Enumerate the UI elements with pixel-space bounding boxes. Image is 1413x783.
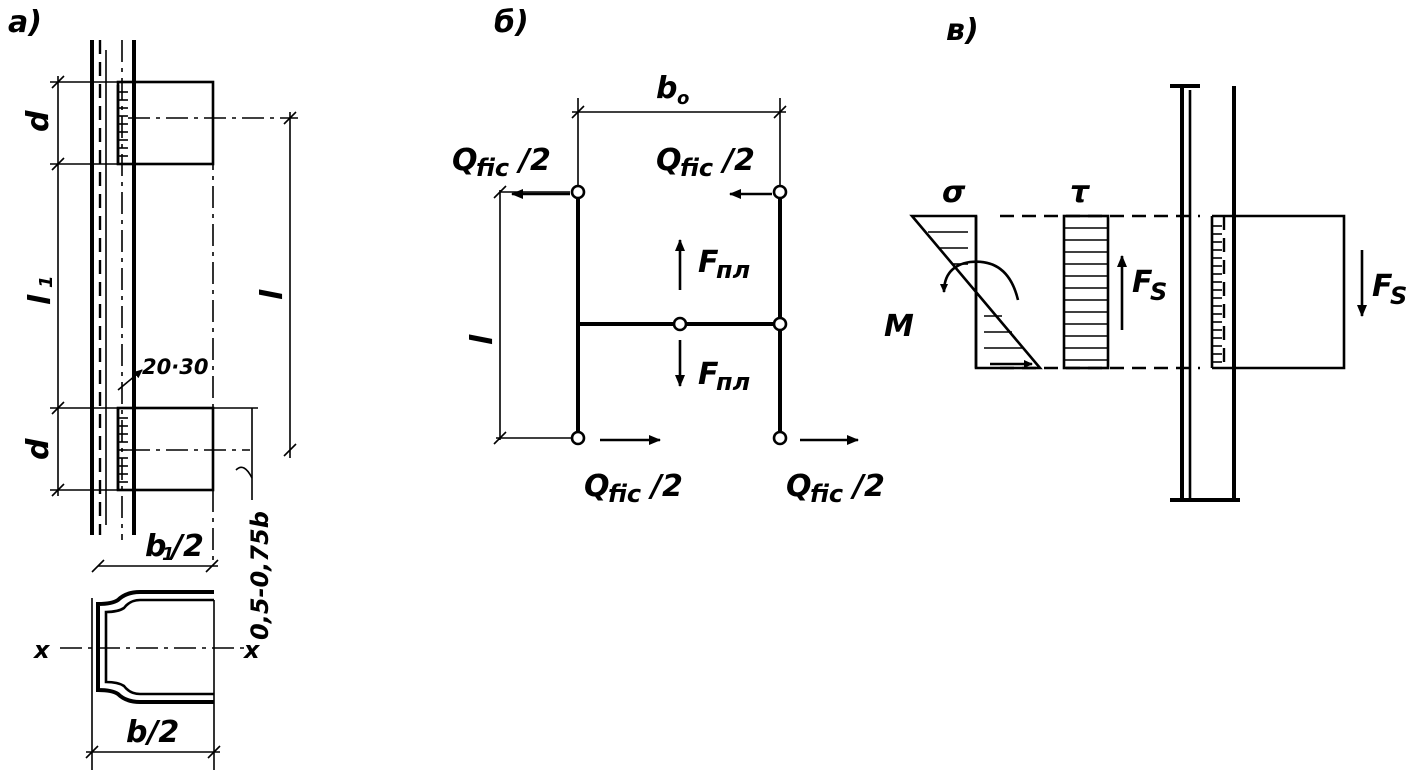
axis-x-left: x bbox=[33, 636, 51, 664]
panel-b-label: б) bbox=[494, 5, 529, 40]
column-branch bbox=[1170, 84, 1240, 502]
dim-b1-half-tail: /2 bbox=[169, 529, 204, 564]
f-down-sub: пл bbox=[716, 368, 750, 396]
q-bottom-left-tail: /2 bbox=[648, 469, 683, 504]
label-q-top-left: Q fic /2 bbox=[452, 143, 551, 182]
fs-left-symbol: F bbox=[1132, 265, 1153, 300]
label-q-bottom-right: Q fic /2 bbox=[786, 469, 885, 508]
fs-right-sub: S bbox=[1390, 282, 1407, 310]
panel-a-label: а) bbox=[8, 5, 42, 40]
sigma-diagram bbox=[909, 214, 1043, 370]
q-bottom-left-sub: fic bbox=[608, 480, 641, 508]
dimension-overlap bbox=[235, 408, 253, 500]
dim-l1: l bbox=[23, 294, 58, 305]
panel-c: в) bbox=[884, 13, 1407, 502]
dim-range: 0,5-0,75b bbox=[246, 511, 274, 640]
dim-b0: b bbox=[656, 71, 677, 106]
q-top-right-sub: fic bbox=[680, 154, 713, 182]
q-bottom-right-tail: /2 bbox=[850, 469, 885, 504]
q-top-left-tail: /2 bbox=[516, 143, 551, 178]
fs-left-sub: S bbox=[1150, 278, 1167, 306]
fs-right-symbol: F bbox=[1372, 269, 1393, 304]
q-bottom-right-symbol: Q bbox=[786, 469, 812, 504]
dim-b-half: b/2 bbox=[126, 715, 179, 750]
f-up-symbol: F bbox=[698, 245, 719, 280]
label-q-top-right: Q fic /2 bbox=[656, 143, 755, 182]
moment-symbol: M bbox=[884, 309, 914, 344]
dim-b0-sub: o bbox=[677, 88, 689, 109]
dim-l-frame: l bbox=[465, 334, 500, 345]
q-top-right-symbol: Q bbox=[656, 143, 682, 178]
dim-20-30: 20·30 bbox=[142, 355, 208, 379]
dimension-b1-half bbox=[91, 559, 219, 573]
dim-20-30-leader bbox=[117, 369, 143, 391]
q-top-right-tail: /2 bbox=[720, 143, 755, 178]
truss-frame bbox=[570, 184, 788, 446]
q-top-left-sub: fic bbox=[476, 154, 509, 182]
label-fs-left: F S bbox=[1132, 265, 1167, 306]
panel-a: а) bbox=[8, 5, 298, 770]
f-up-sub: пл bbox=[716, 256, 750, 284]
dim-b1-half-sub: 1 bbox=[162, 544, 175, 565]
label-f-down: F пл bbox=[698, 357, 750, 396]
dimension-l-right bbox=[128, 111, 298, 458]
q-top-left-symbol: Q bbox=[452, 143, 478, 178]
dimension-chain-left bbox=[50, 75, 118, 497]
batten-plate-bottom bbox=[116, 406, 258, 492]
label-f-up: F пл bbox=[698, 245, 750, 284]
q-bottom-left-symbol: Q bbox=[584, 469, 610, 504]
sigma-symbol: σ bbox=[942, 175, 966, 210]
channel-cross-section bbox=[60, 590, 248, 770]
dimension-b-half bbox=[85, 745, 221, 759]
panel-b: б) b o bbox=[452, 5, 885, 508]
dim-b1-half: b bbox=[145, 529, 166, 564]
label-fs-right: F S bbox=[1372, 269, 1407, 310]
f-down-symbol: F bbox=[698, 357, 719, 392]
dimension-l-frame bbox=[493, 185, 572, 445]
batten-plate-c bbox=[1210, 214, 1346, 370]
axis-x-right: x bbox=[243, 636, 261, 664]
batten-plate-top bbox=[116, 80, 215, 166]
dim-l: l bbox=[255, 289, 290, 300]
label-q-bottom-left: Q fic /2 bbox=[584, 469, 683, 508]
q-bottom-right-sub: fic bbox=[810, 480, 843, 508]
panel-c-label: в) bbox=[946, 13, 979, 48]
dim-l1-sub: 1 bbox=[36, 275, 57, 288]
dimension-b0 bbox=[571, 98, 787, 190]
dim-d-top: d bbox=[21, 110, 56, 132]
tau-diagram bbox=[1062, 214, 1110, 370]
tau-symbol: τ bbox=[1070, 175, 1091, 210]
dim-d-bottom: d bbox=[21, 438, 56, 460]
